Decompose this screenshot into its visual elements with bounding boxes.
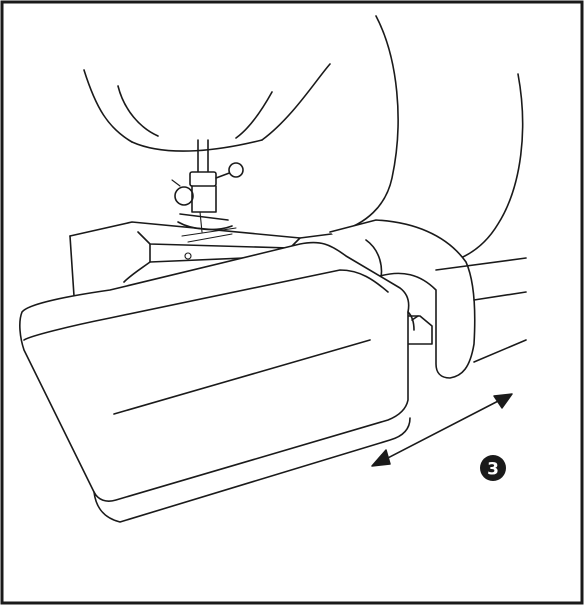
step-number-label: 3 <box>487 460 499 480</box>
accessory-box <box>19 241 415 523</box>
slide-direction-arrow <box>371 393 513 467</box>
presser-foot-assembly <box>171 139 244 233</box>
step-number-badge: 3 <box>480 455 506 481</box>
machine-head <box>83 15 524 263</box>
